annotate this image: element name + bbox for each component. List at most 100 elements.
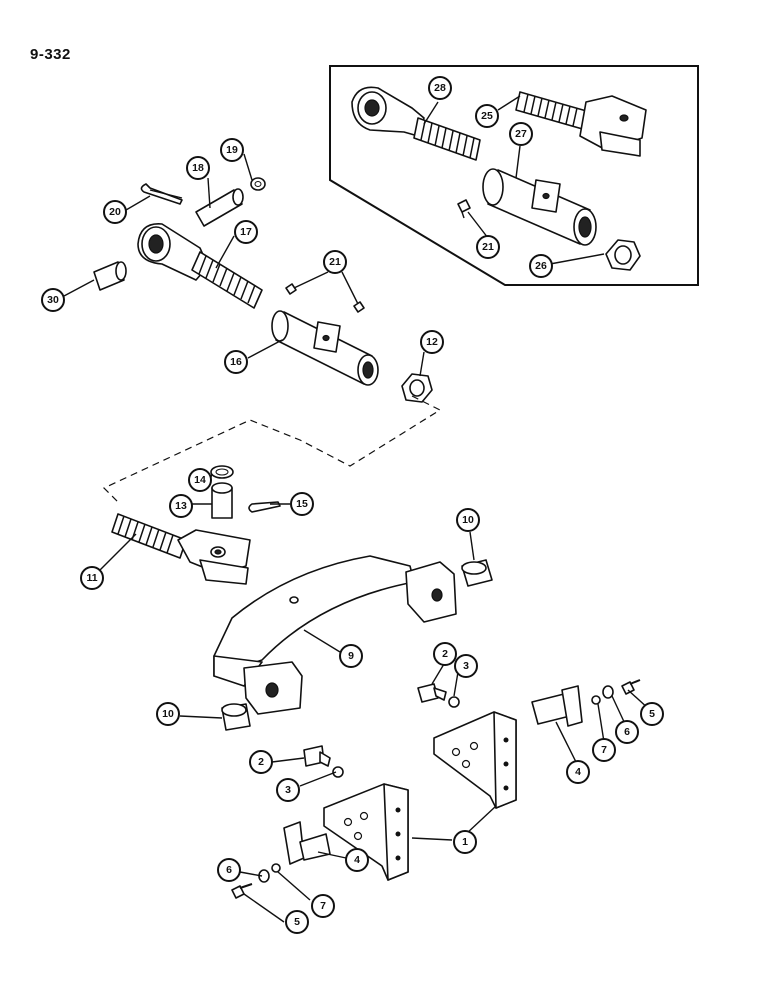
svg-text:15: 15 xyxy=(296,498,308,510)
svg-text:30: 30 xyxy=(47,294,59,306)
svg-text:7: 7 xyxy=(601,744,607,756)
svg-text:3: 3 xyxy=(285,784,291,796)
cotter-pin-20-part xyxy=(140,183,183,205)
callout-7-right: 7 xyxy=(592,738,616,762)
bolt-2-lower-part xyxy=(303,745,331,767)
svg-text:1: 1 xyxy=(462,836,468,848)
callout-16: 16 xyxy=(224,350,248,374)
callout-19: 19 xyxy=(220,138,244,162)
drawbar-9-part xyxy=(213,555,457,715)
callout-11: 11 xyxy=(80,566,104,590)
leader-lines xyxy=(63,95,651,923)
svg-text:16: 16 xyxy=(230,356,242,368)
callout-10-upper: 10 xyxy=(456,508,480,532)
screw-5-left-part xyxy=(231,883,253,899)
callout-5-right: 5 xyxy=(640,702,664,726)
callout-3-lower: 3 xyxy=(276,778,300,802)
tube-27-part xyxy=(482,168,597,246)
svg-text:12: 12 xyxy=(426,336,438,348)
hex-nut-26-part xyxy=(605,239,641,271)
callout-10-lower: 10 xyxy=(156,702,180,726)
grease-fitting-21-inset-part xyxy=(457,199,471,219)
nut-6-right-part xyxy=(602,685,614,699)
bushing-10-lower-part xyxy=(221,703,251,731)
snap-ring-14-part xyxy=(210,465,234,479)
bushing-10-upper-part xyxy=(461,559,493,587)
bolt-2-upper-part xyxy=(417,683,447,703)
ring-19-part xyxy=(250,177,266,191)
grease-fittings-21-part xyxy=(285,283,365,313)
svg-text:4: 4 xyxy=(575,766,581,778)
pin-4-right-part xyxy=(531,685,583,727)
tube-16-part xyxy=(271,310,379,386)
pin-18-part xyxy=(195,188,244,227)
callout-18: 18 xyxy=(186,156,210,180)
washer-7-right-part xyxy=(591,695,601,705)
svg-text:2: 2 xyxy=(258,756,264,768)
svg-text:3: 3 xyxy=(463,660,469,672)
bushing-30-part xyxy=(93,261,127,291)
callout-6-right: 6 xyxy=(615,720,639,744)
svg-text:5: 5 xyxy=(649,708,655,720)
bracket-1-right-part xyxy=(433,711,517,809)
callout-15: 15 xyxy=(290,492,314,516)
svg-text:6: 6 xyxy=(226,864,232,876)
callout-6-left: 6 xyxy=(217,858,241,882)
callout-2-upper: 2 xyxy=(433,642,457,666)
callout-4-left: 4 xyxy=(345,848,369,872)
inset-frame xyxy=(329,65,699,286)
svg-text:4: 4 xyxy=(354,854,360,866)
svg-text:18: 18 xyxy=(192,162,204,174)
callout-13: 13 xyxy=(169,494,193,518)
bracket-1-left-part xyxy=(323,783,409,881)
callout-3-upper: 3 xyxy=(454,654,478,678)
callout-2-lower: 2 xyxy=(249,750,273,774)
callout-20: 20 xyxy=(103,200,127,224)
svg-text:25: 25 xyxy=(481,110,493,122)
svg-text:2: 2 xyxy=(442,648,448,660)
callout-26: 26 xyxy=(529,254,553,278)
svg-text:21: 21 xyxy=(482,241,494,253)
svg-text:10: 10 xyxy=(462,514,474,526)
assembly-dashed-outline xyxy=(102,395,442,505)
callout-21-main: 21 xyxy=(323,250,347,274)
callout-4-right: 4 xyxy=(566,760,590,784)
hex-nut-12-part xyxy=(401,373,433,403)
svg-text:26: 26 xyxy=(535,260,547,272)
pin-13-part xyxy=(211,482,233,519)
callout-9: 9 xyxy=(339,644,363,668)
callout-21-inset: 21 xyxy=(476,235,500,259)
page-number: 9-332 xyxy=(30,46,71,63)
svg-text:28: 28 xyxy=(434,82,446,94)
svg-text:11: 11 xyxy=(86,572,97,584)
callout-7-left: 7 xyxy=(311,894,335,918)
callout-14: 14 xyxy=(188,468,212,492)
lockwasher-3-lower-part xyxy=(332,766,344,778)
callout-25: 25 xyxy=(475,104,499,128)
callout-5-left: 5 xyxy=(285,910,309,934)
rod-end-17-part xyxy=(137,223,263,309)
lockwasher-3-upper-part xyxy=(448,696,460,708)
svg-text:19: 19 xyxy=(226,144,238,156)
svg-text:9: 9 xyxy=(348,650,354,662)
svg-text:21: 21 xyxy=(329,256,341,268)
svg-text:14: 14 xyxy=(194,474,206,486)
callout-12: 12 xyxy=(420,330,444,354)
svg-text:10: 10 xyxy=(162,708,174,720)
svg-text:7: 7 xyxy=(320,900,326,912)
callout-1: 1 xyxy=(453,830,477,854)
svg-text:6: 6 xyxy=(624,726,630,738)
callout-30: 30 xyxy=(41,288,65,312)
callout-17: 17 xyxy=(234,220,258,244)
callout-28: 28 xyxy=(428,76,452,100)
clevis-11-part xyxy=(111,513,251,585)
callout-27: 27 xyxy=(509,122,533,146)
svg-text:13: 13 xyxy=(175,500,187,512)
svg-text:5: 5 xyxy=(294,916,300,928)
svg-text:17: 17 xyxy=(240,226,252,238)
washer-7-left-part xyxy=(271,863,281,873)
rod-end-28-part xyxy=(351,86,481,161)
screw-5-right-part xyxy=(621,679,641,695)
clevis-25-part xyxy=(515,91,647,157)
